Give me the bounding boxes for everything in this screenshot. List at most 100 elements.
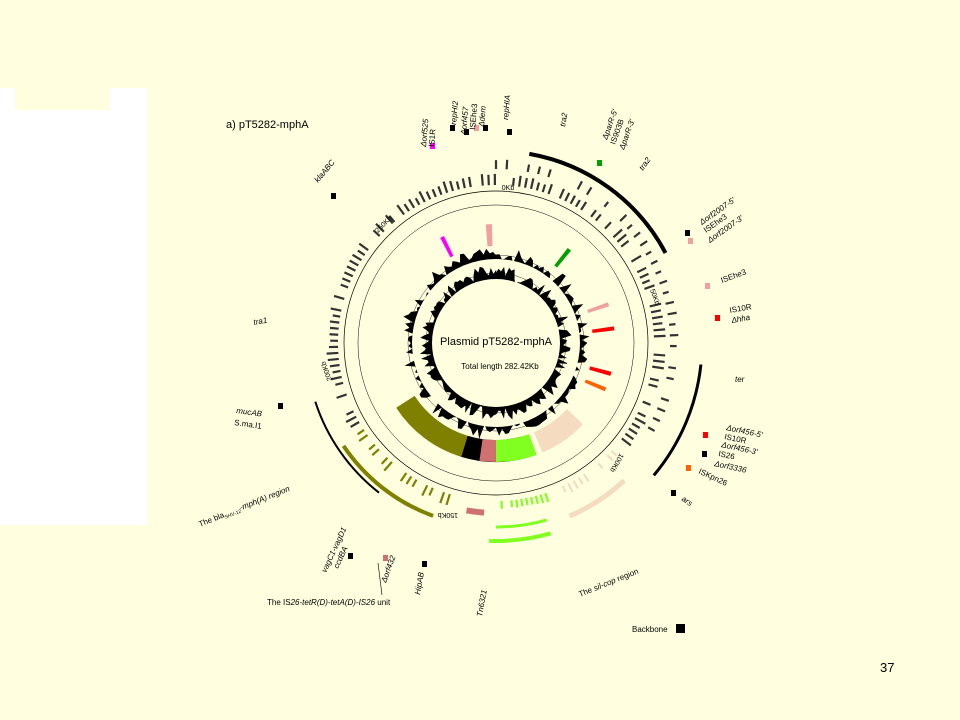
gene-arrow (668, 366, 677, 370)
gene-arrow (349, 259, 359, 267)
bar-silcop (568, 478, 626, 519)
label-tra2b: tra2 (637, 155, 653, 172)
feature-marker-19 (422, 561, 427, 567)
gene-arrow (641, 279, 651, 285)
gene-arrow (399, 472, 408, 482)
gene-arrow (639, 240, 648, 247)
leader-line (377, 562, 383, 596)
gene-arrow (330, 307, 342, 312)
gene-arrow (631, 422, 641, 429)
gene-arrow (505, 159, 509, 170)
gene-arrow (437, 185, 443, 196)
gene-arrow (526, 164, 531, 173)
gene-arrow (547, 183, 553, 195)
gene-arrow (341, 277, 351, 283)
feature-marker-10 (715, 315, 720, 321)
isehe3-mark-2 (587, 302, 610, 314)
gene-arrow (383, 461, 393, 472)
gene-arrow (633, 231, 641, 238)
gene-arrow (358, 434, 369, 442)
gene-arrow (351, 253, 363, 262)
gene-arrow (375, 222, 385, 233)
gene-arrow (564, 192, 571, 202)
gene-arrow (368, 443, 376, 451)
feature-marker-3 (474, 125, 479, 131)
gene-arrow (637, 411, 646, 418)
gene-arrow (371, 448, 380, 456)
label-tra1: tra1 (253, 316, 268, 327)
gene-arrow (582, 473, 590, 482)
gene-arrow (590, 209, 597, 218)
feature-marker-17 (348, 553, 353, 559)
feature-marker-14 (671, 490, 676, 496)
label-orf3336: Δorf3336 (713, 459, 748, 475)
gene-arrow (418, 190, 426, 203)
gene-arrow (537, 166, 542, 175)
gene-arrow (649, 302, 662, 308)
is1r-mark (440, 235, 454, 258)
feature-marker-11 (703, 432, 708, 438)
is903b-mark (554, 247, 572, 268)
gene-arrow (357, 249, 366, 257)
gene-arrow (517, 175, 522, 187)
gene-arrow (333, 294, 345, 300)
gene-arrow (343, 271, 354, 278)
gene-arrow (645, 250, 652, 256)
gene-arrow (665, 300, 675, 305)
gene-arrow (408, 198, 416, 209)
gene-arrow (380, 457, 389, 465)
gene-arrow (350, 421, 360, 428)
gene-arrow (621, 437, 632, 447)
tick-50kb: 50Kb (648, 288, 660, 306)
gene-arrow (329, 363, 340, 368)
gene-arrow (523, 177, 528, 188)
scale-circle-outer (343, 190, 649, 496)
gene-arrow (388, 215, 396, 223)
gene-arrow (511, 177, 516, 187)
gene-arrow (534, 495, 539, 504)
label-hha: Δhha (730, 313, 752, 325)
gene-arrow (515, 499, 519, 508)
center-subtitle: Total length 282.42Kb (461, 362, 539, 371)
feature-marker-9 (705, 283, 710, 289)
gene-arrow (630, 254, 642, 263)
label-orf457: Δorf457 (459, 106, 471, 136)
gene-arrow (567, 483, 574, 493)
gene-arrow (572, 480, 579, 490)
feature-marker-16 (278, 403, 283, 409)
gene-arrow (372, 229, 381, 237)
is26-unit-segment (479, 438, 497, 462)
label-ter: ter (735, 375, 745, 384)
gene-arrow (650, 259, 658, 265)
gene-arrow (597, 462, 604, 470)
feature-marker-15 (331, 193, 336, 199)
label-silcop-region: The sil-cop region (577, 567, 639, 599)
gene-arrow (604, 221, 612, 230)
gene-arrow (346, 410, 354, 416)
gene-arrow (340, 283, 349, 289)
gene-arrow (544, 492, 550, 503)
bar-tra1 (314, 401, 380, 494)
gene-arrow (655, 270, 662, 275)
gene-arrow (660, 397, 670, 402)
label-isehe3-c: ISEhe3 (720, 267, 748, 285)
gene-arrow (327, 357, 339, 362)
label-dem: Δdem (477, 105, 488, 128)
gene-arrow (425, 191, 432, 200)
genes-track-outer-silcop (561, 449, 618, 493)
gene-arrow (455, 181, 460, 190)
label-smal1: S.ma.I1 (234, 418, 263, 431)
bar-tra2 (528, 151, 668, 254)
gene-arrow (636, 266, 647, 274)
gene-arrow (445, 493, 451, 506)
gene-arrow (384, 214, 394, 225)
gene-arrow (653, 328, 666, 332)
gene-arrow (648, 383, 658, 388)
gene-arrow (656, 407, 666, 413)
genes-track-outer-tn6321 (500, 492, 550, 509)
label-is26: IS26 (718, 449, 737, 461)
gene-arrow (326, 351, 339, 355)
gene-arrow (603, 201, 610, 208)
genes-track-outer-tra1 (326, 214, 394, 428)
rings-group (343, 190, 649, 496)
